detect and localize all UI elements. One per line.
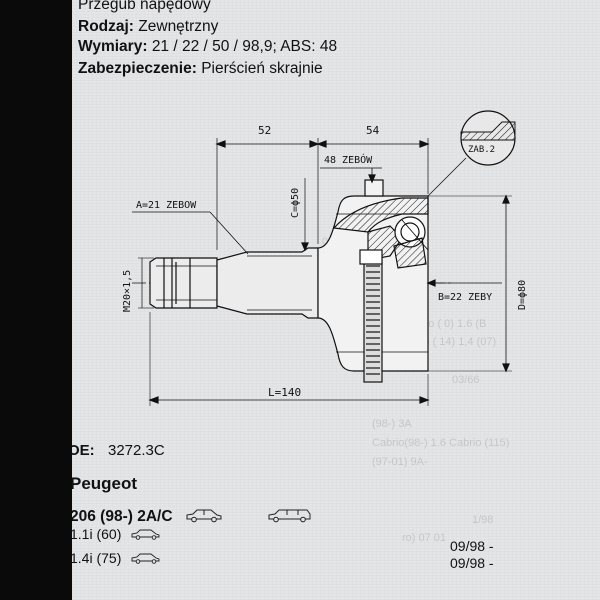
engine-row: 1.1i (60) xyxy=(72,526,161,542)
spec-lock-value: Pierścień skrajnie xyxy=(201,60,323,77)
engine-date: 09/98 - xyxy=(450,538,494,554)
spec-type: Rodzaj: Zewnętrzny xyxy=(78,18,218,36)
oe-label: OE: xyxy=(72,442,95,459)
vehicle-model: 206 (98-) 2A/C xyxy=(72,507,313,526)
dim-54-label: 54 xyxy=(366,124,380,137)
part-name-text: Przegub napędowy xyxy=(78,0,211,13)
car-icon xyxy=(131,553,160,564)
a-teeth-label: A=21 ZEBOW xyxy=(136,200,197,211)
cv-joint-drawing: 52 54 48 ZEBÓW A=21 ZEBOW C=ϕ50 M20×1,5 … xyxy=(122,110,528,406)
m20-thread-label: M20×1,5 xyxy=(122,270,133,312)
zab-label: ZAB.2 xyxy=(468,145,495,155)
spec-dimensions: Wymiary: 21 / 22 / 50 / 98,9; ABS: 48 xyxy=(78,38,337,56)
spec-type-label: Rodzaj: xyxy=(78,18,134,35)
catalog-page: 0 Z000 Cabrio ( 0) 1.6 (B fabrio ( 14) 1… xyxy=(72,0,600,600)
dim-52-label: 52 xyxy=(258,124,271,137)
b-teeth-label: B=22 ZEBY xyxy=(438,292,492,303)
c-diameter-label: C=ϕ50 xyxy=(290,188,301,218)
length-label: L=140 xyxy=(268,386,301,399)
vehicle-model-text: 206 (98-) 2A/C xyxy=(72,508,173,525)
hatchback-car-icon xyxy=(186,509,222,523)
spec-type-value: Zewnętrzny xyxy=(138,18,219,35)
engine-row: 1.4i (75) xyxy=(72,550,161,566)
engine-name: 1.1i (60) xyxy=(72,526,122,542)
oe-value: 3272.3C xyxy=(108,442,165,459)
spec-lock-label: Zabezpieczenie: xyxy=(78,60,197,77)
brand-name: Peugeot xyxy=(72,474,138,493)
spec-dimensions-value: 21 / 22 / 50 / 98,9; ABS: 48 xyxy=(151,38,338,55)
teeth-48-label: 48 ZEBÓW xyxy=(324,153,373,166)
spec-dimensions-label: Wymiary: xyxy=(78,38,148,55)
engine-date: 09/98 - xyxy=(450,555,494,571)
engine-name: 1.4i (75) xyxy=(72,550,122,566)
d-diameter-label: D=ϕ80 xyxy=(517,280,528,310)
part-name: Przegub napędowy xyxy=(78,0,211,14)
estate-car-icon xyxy=(268,509,311,523)
car-icon xyxy=(131,529,160,540)
spec-lock: Zabezpieczenie: Pierścień skrajnie xyxy=(78,60,323,78)
